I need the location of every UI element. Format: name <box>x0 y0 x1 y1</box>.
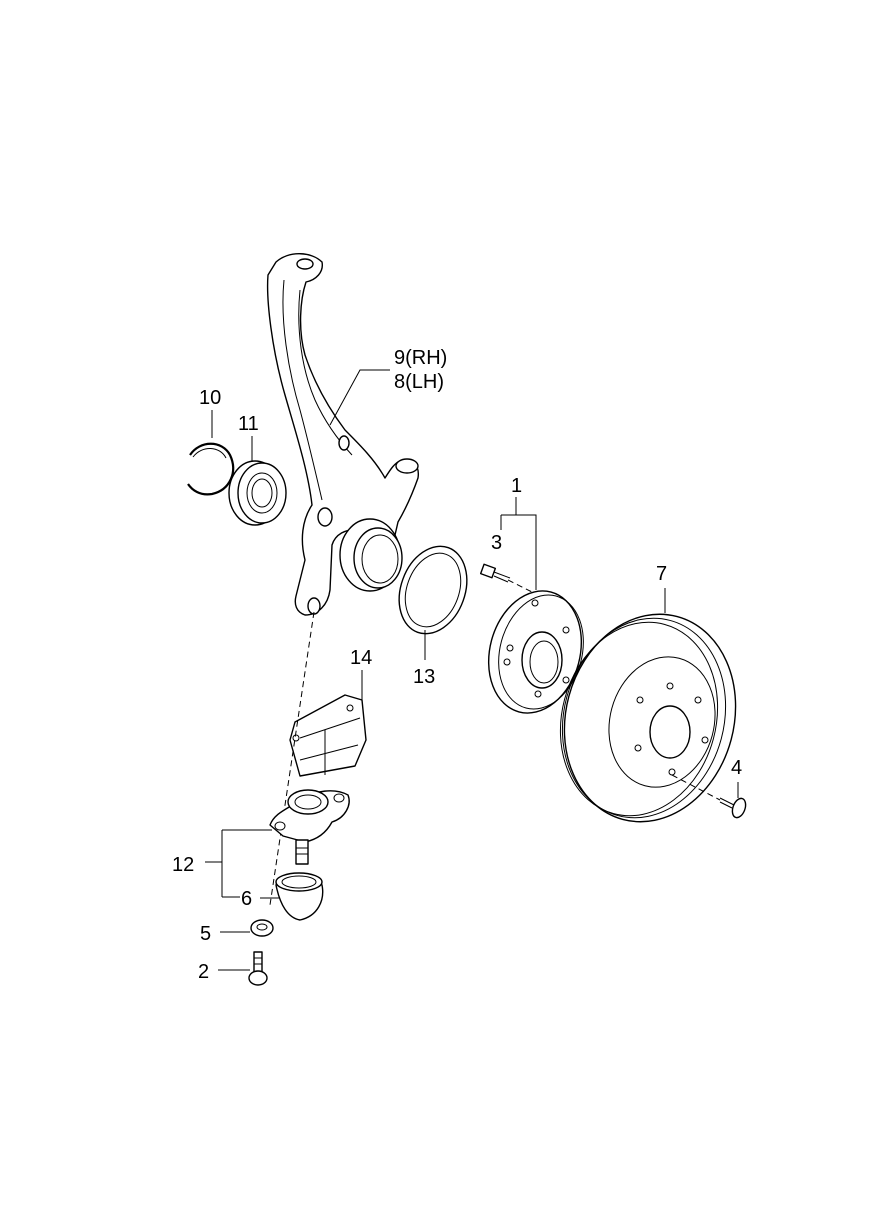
callout-2: 2 <box>198 961 209 983</box>
pinch-bolt <box>248 951 268 986</box>
leader-12 <box>205 829 272 898</box>
leader-8-9 <box>329 369 390 426</box>
steering-knuckle <box>266 253 419 616</box>
callout-14: 14 <box>350 647 372 669</box>
wheel-hub <box>487 590 584 714</box>
screw-4-axis <box>671 774 721 801</box>
callout-3: 3 <box>491 532 502 554</box>
wheel-bearing <box>228 460 287 526</box>
dust-boot <box>275 872 324 921</box>
bolt-3-axis <box>507 579 533 593</box>
callout-8: 8(LH) <box>394 371 444 393</box>
castle-nut <box>250 919 274 937</box>
brake-disc <box>559 613 737 823</box>
snap-ring <box>187 442 235 496</box>
callout-6: 6 <box>241 888 252 910</box>
dust-shield <box>398 545 468 635</box>
disc-screw <box>719 797 747 819</box>
callout-11: 11 <box>238 413 259 435</box>
callout-12: 12 <box>172 854 194 876</box>
callout-4: 4 <box>731 757 742 779</box>
callout-5: 5 <box>200 923 211 945</box>
callout-1: 1 <box>511 475 522 497</box>
ball-joint <box>269 789 350 865</box>
callout-13: 13 <box>413 666 435 688</box>
leader-1-3 <box>500 497 537 590</box>
callout-9: 9(RH) <box>394 347 447 369</box>
heat-shield <box>289 694 367 777</box>
hub-bolt <box>479 563 511 583</box>
callout-7: 7 <box>656 563 667 585</box>
callout-10: 10 <box>199 387 221 409</box>
